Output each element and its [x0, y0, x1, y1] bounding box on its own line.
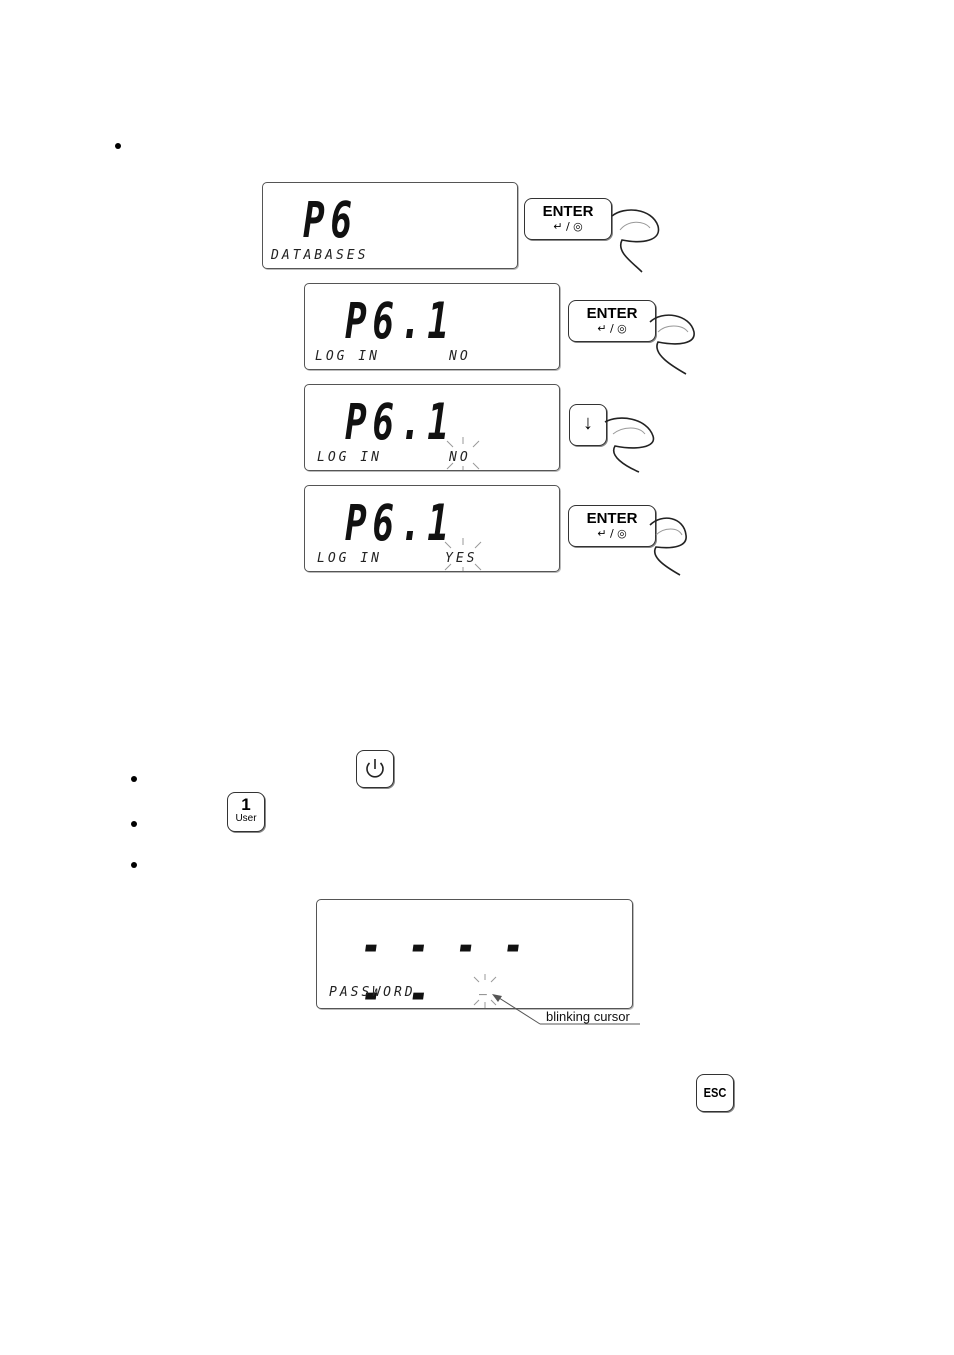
- finger-icon: [649, 517, 687, 576]
- esc-button: ESC: [696, 1074, 734, 1112]
- enter-label: ENTER: [542, 203, 594, 220]
- lcd-display-password: - - - - - - PASSWORD _: [316, 899, 633, 1009]
- enter-sub-label: ↵ / ◎: [597, 527, 627, 540]
- lcd-sub-label: LOG IN: [315, 349, 380, 364]
- finger-icon: [611, 209, 660, 273]
- lcd-main-readout: - - - - - -: [361, 918, 527, 1009]
- user-1-button: 1 User: [227, 792, 265, 832]
- callout-arrow-icon: [492, 994, 640, 1025]
- lcd-sub-label: LOG IN: [317, 450, 382, 465]
- enter-button: ENTER ↵ / ◎: [568, 300, 656, 342]
- enter-button: ENTER ↵ / ◎: [568, 505, 656, 547]
- enter-button: ENTER ↵ / ◎: [524, 198, 612, 240]
- lcd-main-readout: P6: [303, 191, 358, 249]
- lcd-display-p61-login-no: P6.1 LOG IN NO: [304, 283, 560, 370]
- enter-label: ENTER: [586, 510, 638, 527]
- down-arrow-button: ↓: [569, 404, 607, 446]
- down-arrow-icon: ↓: [583, 412, 593, 434]
- user-1-number: 1: [241, 795, 251, 814]
- finger-icon: [604, 417, 655, 473]
- enter-key-press: ENTER ↵ / ◎: [568, 298, 698, 378]
- blink-indicator-icon: [444, 538, 482, 571]
- list-bullet: [115, 143, 121, 149]
- user-1-label: User: [235, 813, 257, 824]
- power-icon: [366, 759, 384, 778]
- lcd-main-readout: P6.1: [345, 292, 455, 350]
- power-button: [356, 750, 394, 788]
- lcd-main-readout: P6.1: [345, 494, 455, 552]
- lcd-sub-value: NO: [449, 450, 471, 465]
- list-bullet: [131, 776, 137, 782]
- list-bullet: [131, 821, 137, 827]
- enter-key-press: ENTER ↵ / ◎: [524, 196, 664, 276]
- blinking-cursor-caption: blinking cursor: [546, 1009, 630, 1024]
- lcd-display-p61-login-yes: P6.1 LOG IN YES: [304, 485, 560, 572]
- finger-icon: [649, 314, 695, 375]
- lcd-sub-label: LOG IN: [317, 551, 382, 566]
- lcd-sub-label: DATABASES: [271, 248, 369, 263]
- lcd-sub-value: YES: [445, 551, 478, 566]
- lcd-main-readout: P6.1: [345, 393, 455, 451]
- lcd-display-p6: P6 DATABASES: [262, 182, 518, 269]
- lcd-sub-label: PASSWORD: [329, 985, 416, 1000]
- list-bullet: [131, 862, 137, 868]
- enter-sub-label: ↵ / ◎: [597, 322, 627, 335]
- esc-label: ESC: [703, 1085, 727, 1100]
- enter-label: ENTER: [586, 305, 638, 322]
- enter-sub-label: ↵ / ◎: [553, 220, 583, 233]
- lcd-cursor: _: [479, 981, 490, 996]
- lcd-sub-value: NO: [449, 349, 471, 364]
- blink-indicator-icon: [446, 437, 480, 470]
- lcd-display-p61-login-no-blinking: P6.1 LOG IN NO: [304, 384, 560, 471]
- blink-indicator-icon: [473, 974, 497, 1008]
- down-key-press: ↓: [569, 402, 669, 474]
- enter-key-press: ENTER ↵ / ◎: [568, 503, 690, 577]
